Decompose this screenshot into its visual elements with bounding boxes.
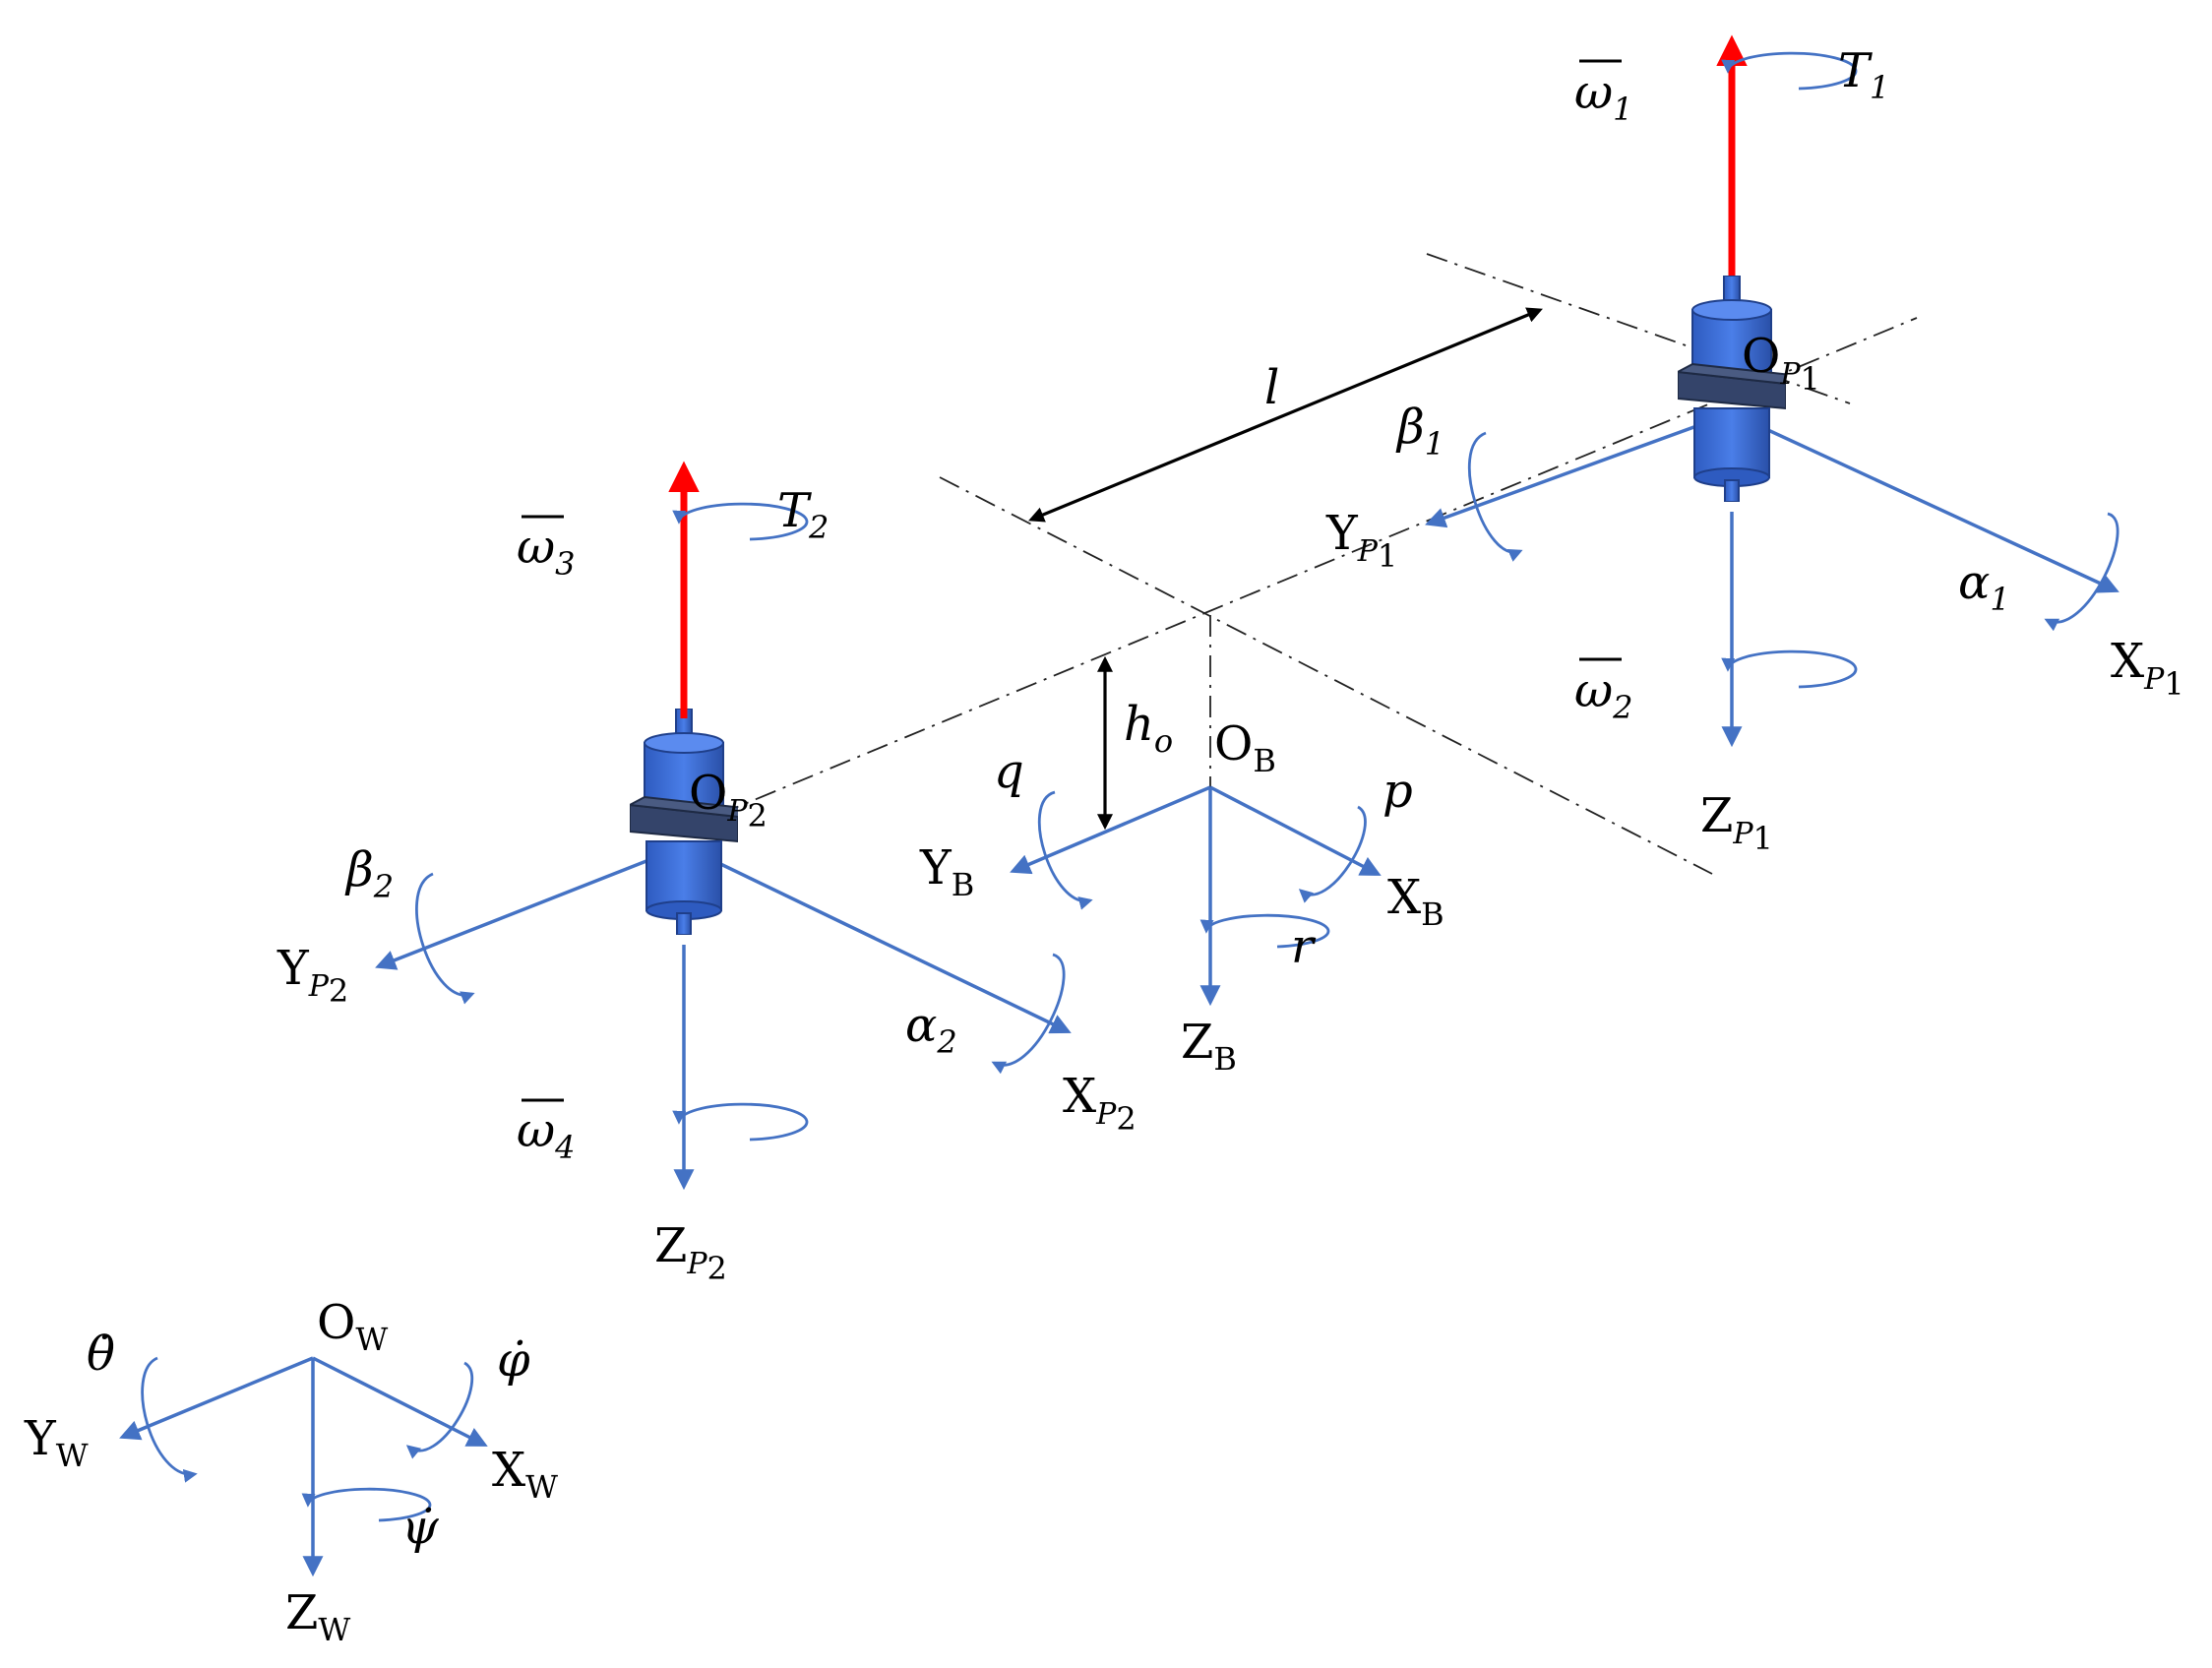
omega-4-label: ω4: [517, 1098, 576, 1166]
rotation-arrow-icon: [1298, 805, 1367, 903]
prop2-y-axis: [375, 844, 685, 970]
rotation-arrow-icon: [991, 953, 1066, 1075]
svg-text:ω1: ω1: [1574, 65, 1633, 128]
propeller-2-frame: [375, 461, 1072, 1191]
beta-2-label: β2: [344, 842, 394, 905]
pitch-rate-label: θ̇: [87, 1327, 115, 1382]
rotation-arrow-icon: [405, 1361, 474, 1459]
rotation-arrow-icon: [1468, 431, 1523, 562]
arm-length-arrow: [1028, 307, 1543, 523]
rotation-arrow-icon: [672, 502, 809, 541]
height-offset-label: ho: [1124, 697, 1173, 760]
rotation-arrow-icon: [1199, 913, 1330, 949]
q-label: q: [994, 744, 1024, 799]
thrust-2-label: T2: [777, 483, 829, 546]
rotation-arrow-icon: [141, 1356, 198, 1483]
world-z-label: ZW: [285, 1585, 350, 1648]
prop1-z-label: ZP1: [1700, 788, 1773, 857]
svg-text:ω2: ω2: [1574, 663, 1633, 726]
roll-rate-label: φ̇: [497, 1332, 530, 1388]
yaw-rate-label: ψ̇: [401, 1500, 440, 1555]
svg-text:ω4: ω4: [517, 1103, 576, 1166]
rotation-arrow-icon: [672, 1102, 809, 1142]
rotation-arrow-icon: [415, 872, 475, 1005]
prop2-x-axis: [683, 844, 1072, 1034]
arm-length-label: l: [1264, 360, 1279, 415]
prop1-y-label: YP1: [1325, 506, 1397, 575]
rotation-arrow-icon: [1037, 790, 1093, 910]
r-label: r: [1291, 919, 1317, 974]
svg-text:ω3: ω3: [517, 520, 576, 583]
cross-centerline: [939, 476, 1713, 875]
alpha-2-label: α2: [905, 998, 957, 1061]
omega-1-label: ω1: [1574, 59, 1633, 128]
body-x-axis: [1209, 785, 1382, 876]
world-frame: [119, 1356, 488, 1577]
propeller-1-frame: [1425, 34, 2120, 748]
thrust-1-label: T1: [1838, 43, 1889, 106]
world-x-label: XW: [492, 1443, 558, 1506]
omega-3-label: ω3: [517, 515, 576, 583]
rotation-arrow-icon: [301, 1487, 432, 1522]
alpha-1-label: α1: [1958, 555, 2010, 618]
rotation-arrow-icon: [1721, 649, 1858, 689]
beta-1-label: β1: [1395, 400, 1444, 463]
prop2-y-label: YP2: [276, 941, 348, 1010]
prop1-x-label: XP1: [2111, 634, 2184, 703]
world-labels: OW θ̇ φ̇ ψ̇ YW XW ZW: [24, 1295, 558, 1648]
world-y-axis: [119, 1356, 314, 1441]
prop2-x-label: XP2: [1063, 1069, 1137, 1138]
body-origin-label: OB: [1214, 716, 1276, 779]
prop2-z-label: ZP2: [654, 1218, 727, 1287]
prop1-labels: T1 ω1 ω2 OP1 β1 YP1 α1 XP1 ZP1: [1325, 43, 2184, 857]
world-y-label: YW: [24, 1411, 89, 1474]
rotation-arrow-icon: [2044, 512, 2120, 632]
prop1-y-axis: [1425, 411, 1733, 528]
omega-2-label: ω2: [1574, 657, 1633, 726]
rotation-arrow-icon: [1721, 51, 1858, 91]
p-label: p: [1382, 764, 1413, 819]
body-z-label: ZB: [1181, 1015, 1237, 1078]
world-origin-label: OW: [317, 1295, 388, 1358]
prop2-labels: T2 ω3 ω4 OP2 β2 YP2 α2 XP2 ZP2: [276, 483, 1137, 1287]
world-x-axis: [312, 1356, 488, 1447]
prop1-origin-label: OP1: [1742, 329, 1820, 398]
body-x-label: XB: [1387, 870, 1444, 933]
prop1-x-axis: [1731, 411, 2120, 593]
body-y-label: YB: [919, 840, 974, 903]
body-frame: [1010, 785, 1382, 1007]
body-labels: OB ho l q p r YB XB ZB: [919, 360, 1444, 1078]
prop2-origin-label: OP2: [689, 766, 768, 834]
